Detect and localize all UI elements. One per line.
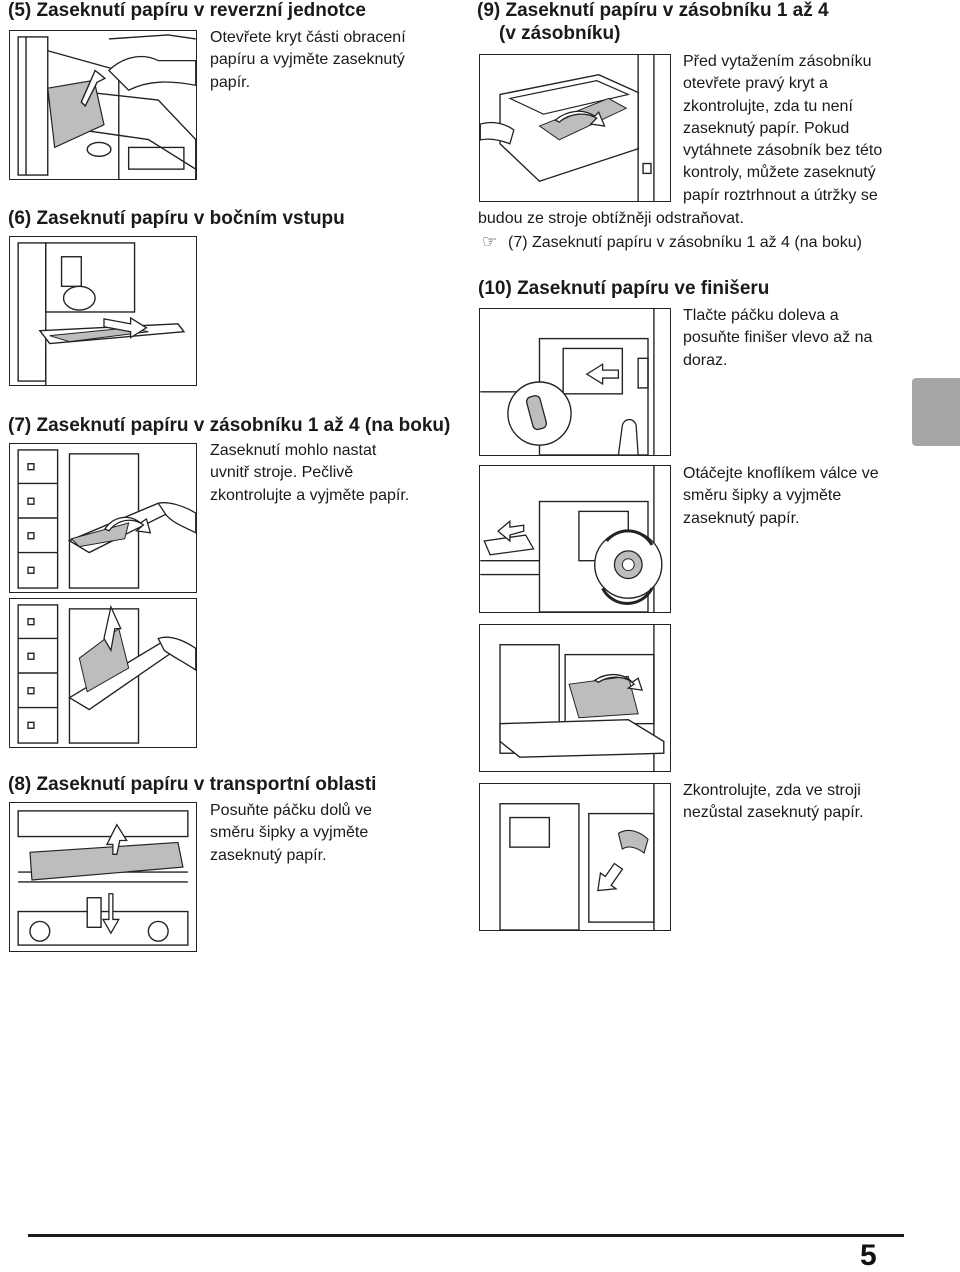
section-9-instructions: Před vytažením zásobníku otevřete pravý … xyxy=(683,51,882,207)
section-7-line: Zaseknutí mohlo nastat xyxy=(210,442,377,459)
section-5-line: papír. xyxy=(210,73,251,91)
section-5-line: Otevřete kryt části obracení xyxy=(210,29,406,46)
section-5-heading: (5) Zaseknutí papíru v reverzní jednotce xyxy=(8,0,366,21)
section-10-step-1-line: posuňte finišer vlevo až na xyxy=(683,329,873,347)
section-9-line: vytáhnete zásobník bez této xyxy=(683,142,883,160)
illustration-transport-area xyxy=(9,802,197,952)
illustration-side-tray-1 xyxy=(9,443,197,593)
side-tray-2-drawing xyxy=(17,604,196,744)
finisher-lever-drawing xyxy=(480,309,655,455)
page-number: 5 xyxy=(860,1239,877,1272)
section-5-line: papíru a vyjměte zaseknutý xyxy=(210,51,405,69)
section-8-line: zaseknutý papír. xyxy=(210,846,327,864)
section-7-heading: (7) Zaseknutí papíru v zásobníku 1 až 4 … xyxy=(8,415,451,436)
section-10-step-4-line: Zkontrolujte, zda ve stroji xyxy=(683,782,861,799)
section-10-heading: (10) Zaseknutí papíru ve finišeru xyxy=(478,278,770,299)
section-9-heading-line-2: (v zásobníku) xyxy=(499,23,621,44)
section-9-line: kontroly, můžete zaseknutý xyxy=(683,164,876,182)
section-9-reference-text: (7) Zaseknutí papíru v zásobníku 1 až 4 … xyxy=(508,234,862,251)
section-10-step-1-instructions: Tlačte páčku doleva a posuňte finišer vl… xyxy=(683,305,872,372)
tray-drawer-drawing xyxy=(480,55,655,201)
section-10-step-2-line: směru šipky a vyjměte xyxy=(683,487,842,505)
section-10-step-2-line: zaseknutý papír. xyxy=(683,509,800,527)
final-check-drawing xyxy=(499,784,655,930)
illustration-finisher-lever xyxy=(479,308,671,456)
section-9-line: Před vytažením zásobníku xyxy=(683,53,872,70)
section-9-line: papír roztrhnout a útržky se xyxy=(683,186,878,204)
illustration-reverse-unit xyxy=(9,30,197,180)
section-5-instructions: Otevřete kryt části obracení papíru a vy… xyxy=(210,27,406,94)
section-10-step-1-line: doraz. xyxy=(683,351,728,369)
section-10-step-2-instructions: Otáčejte knoflíkem válce ve směru šipky … xyxy=(683,463,879,530)
transport-area-drawing xyxy=(17,810,189,946)
finisher-tray-drawing xyxy=(499,625,665,771)
illustration-final-check xyxy=(479,783,671,931)
reverse-unit-drawing xyxy=(17,34,196,179)
chapter-tab xyxy=(912,378,960,446)
illustration-bypass-tray xyxy=(9,236,197,386)
section-10-step-4-instructions: Zkontrolujte, zda ve stroji nezůstal zas… xyxy=(683,780,864,825)
section-7-instructions: Zaseknutí mohlo nastat uvnitř stroje. Pe… xyxy=(210,440,409,507)
footer-rule xyxy=(28,1234,904,1237)
section-10-step-1-line: Tlačte páčku doleva a xyxy=(683,307,839,324)
illustration-finisher-tray xyxy=(479,624,671,772)
section-7-line: uvnitř stroje. Pečlivě xyxy=(210,464,354,482)
bypass-tray-drawing xyxy=(17,242,186,385)
side-tray-1-drawing xyxy=(17,449,196,589)
illustration-side-tray-2 xyxy=(9,598,197,748)
section-10-step-4-line: nezůstal zaseknutý papír. xyxy=(683,804,864,822)
illustration-roller-knob xyxy=(479,465,671,613)
section-9-heading-line-1: (9) Zaseknutí papíru v zásobníku 1 až 4 xyxy=(477,0,829,21)
section-6-heading: (6) Zaseknutí papíru v bočním vstupu xyxy=(8,208,345,229)
section-9-continuation: budou ze stroje obtížněji odstraňovat. xyxy=(478,210,744,227)
illustration-tray-drawer xyxy=(479,54,671,202)
roller-knob-drawing xyxy=(480,466,663,612)
section-7-line: zkontrolujte a vyjměte papír. xyxy=(210,486,410,504)
section-9-line: otevřete pravý kryt a xyxy=(683,75,828,93)
section-8-line: Posuňte páčku dolů ve xyxy=(210,802,372,819)
section-8-line: směru šipky a vyjměte xyxy=(210,824,369,842)
section-8-instructions: Posuňte páčku dolů ve směru šipky a vyjm… xyxy=(210,800,372,867)
pointing-hand-icon: ☞ xyxy=(482,232,498,251)
section-9-line: zkontrolujte, zda tu není xyxy=(683,97,853,115)
section-9-reference[interactable]: ☞ (7) Zaseknutí papíru v zásobníku 1 až 4… xyxy=(482,231,862,254)
section-9-line: zaseknutý papír. Pokud xyxy=(683,119,850,137)
section-8-heading: (8) Zaseknutí papíru v transportní oblas… xyxy=(8,774,377,795)
section-10-step-2-line: Otáčejte knoflíkem válce ve xyxy=(683,465,879,482)
